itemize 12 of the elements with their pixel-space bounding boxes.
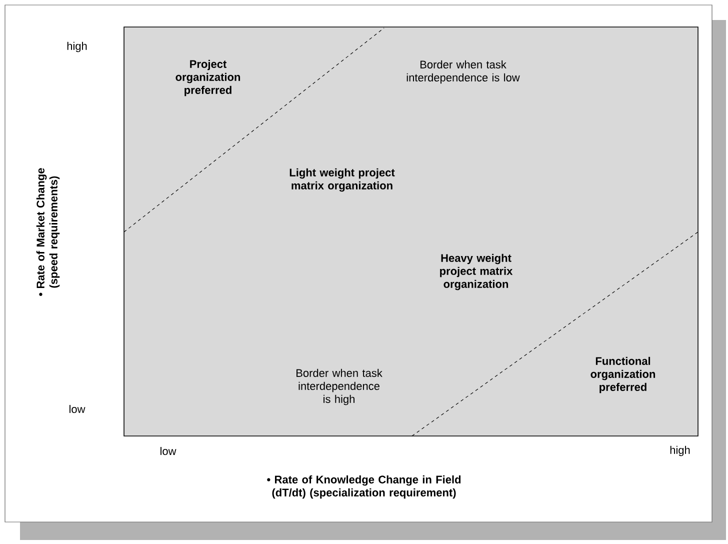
region-label: Functional organization preferred	[590, 356, 656, 394]
axis-tick-label: high	[67, 42, 87, 52]
axis-title: • Rate of Market Change (speed requirements)	[36, 168, 60, 296]
axis-title: • Rate of Knowledge Change in Field (dT/dt) (specialization requirement)	[267, 475, 461, 499]
region-label: Heavy weight project matrix organization	[440, 254, 513, 290]
region-note: Border when task interdependence is low	[406, 60, 520, 84]
region-note: Border when task interdependence is high	[296, 368, 382, 406]
axis-tick-label: low	[69, 404, 86, 414]
region-label: Project organization preferred	[176, 60, 240, 96]
region-label: Light weight project matrix organization	[290, 168, 395, 192]
axis-tick-label: high	[670, 446, 690, 456]
axis-tick-label: low	[160, 446, 176, 456]
